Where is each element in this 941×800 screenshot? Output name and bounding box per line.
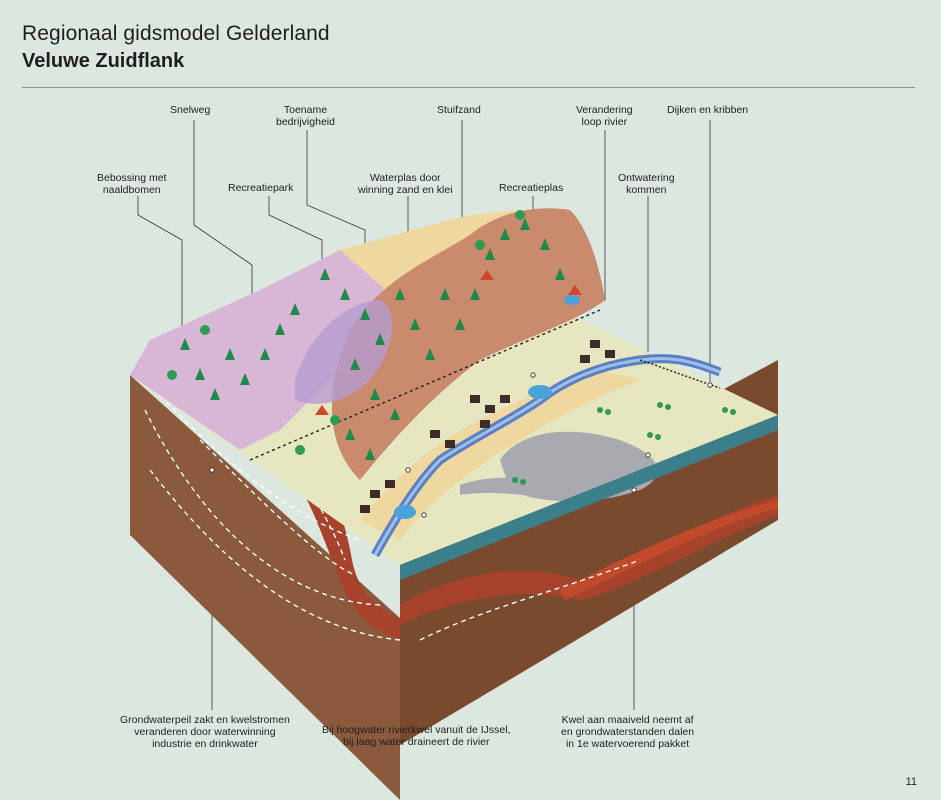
label-recreatiepark: Recreatiepark	[228, 182, 293, 194]
hill-lake	[564, 295, 580, 305]
extraction-lake	[394, 505, 416, 519]
label-snelweg: Snelweg	[170, 104, 210, 116]
label-stuifzand: Stuifzand	[437, 104, 481, 116]
page-number: 11	[906, 776, 917, 788]
label-hoogwater: Bij hoogwater rivierkwel vanuit de IJsse…	[322, 724, 511, 748]
recreation-lake	[528, 385, 552, 399]
label-dijken-en-kribben: Dijken en kribben	[667, 104, 748, 116]
label-recreatieplas: Recreatieplas	[499, 182, 563, 194]
